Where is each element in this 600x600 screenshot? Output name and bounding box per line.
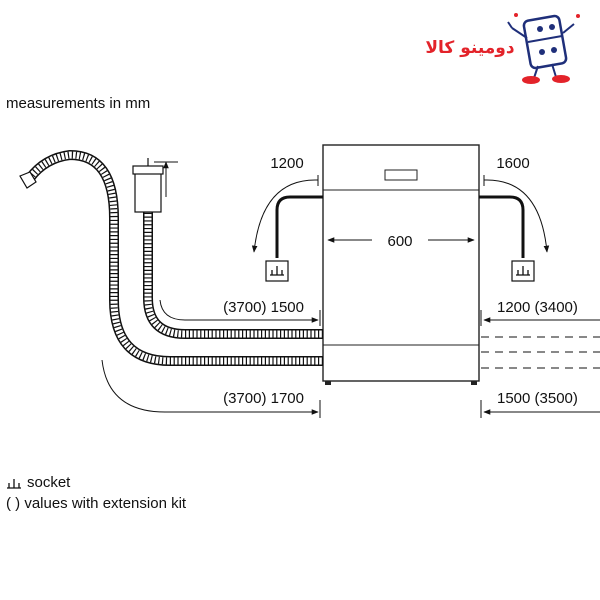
left-socket-distance-label: 1200 (270, 155, 303, 172)
dishwasher-outline (322, 144, 480, 385)
legend-extension-label: ( ) values with extension kit (6, 495, 187, 512)
right-lower-length-label: 1500 (3500) (497, 390, 578, 407)
legend: socket ( ) values with extension kit (6, 474, 187, 512)
right-upper-length-label: 1200 (3400) (497, 299, 578, 316)
brand-logo: دومینو کالا (425, 13, 580, 84)
legend-socket-label: socket (27, 474, 71, 491)
socket-legend-icon (7, 479, 21, 489)
power-cord-left (275, 195, 323, 258)
domino-mascot-icon (507, 13, 580, 84)
drain-hose (19, 149, 323, 366)
socket-right-icon (511, 260, 535, 282)
left-upper-length-label: (3700) 1500 (223, 299, 304, 316)
left-lower-length-label: (3700) 1700 (223, 390, 304, 407)
left-upper-length-dimension: (3700) 1500 (159, 299, 321, 326)
width-label: 600 (387, 233, 412, 250)
logo-wordmark: دومینو کالا (425, 38, 514, 58)
right-extension-lines (481, 336, 600, 369)
socket-left-icon (265, 260, 289, 282)
right-socket-distance-label: 1600 (496, 155, 529, 172)
right-upper-length-dimension: 1200 (3400) (480, 299, 600, 326)
water-inlet-hose (132, 158, 323, 339)
right-cord-reach-dimension: 1600 (483, 155, 550, 253)
left-cord-reach-dimension: 1200 (251, 155, 319, 253)
power-cord-right (479, 195, 525, 258)
width-dimension: 600 (327, 233, 475, 250)
left-lower-length-dimension: (3700) 1700 (101, 359, 321, 418)
units-note: measurements in mm (6, 95, 150, 112)
right-lower-length-dimension: 1500 (3500) (480, 390, 600, 418)
